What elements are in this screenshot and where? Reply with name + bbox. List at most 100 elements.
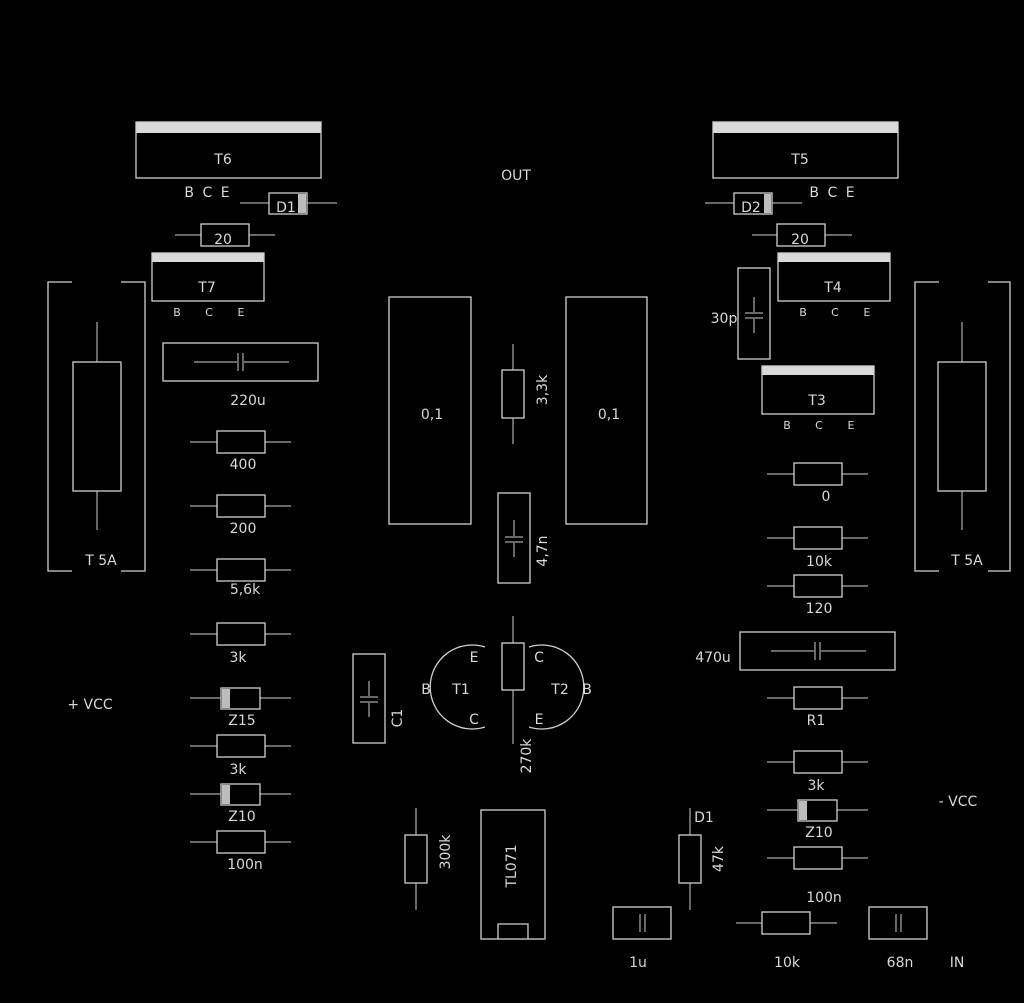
fuse-right-label: T 5A — [950, 553, 983, 569]
t4-label: T4 — [823, 280, 842, 296]
resistor-10k-right: 10k — [767, 526, 868, 570]
t2-pin-c: C — [534, 650, 544, 666]
zener-z15-label: Z15 — [228, 713, 255, 729]
resistor-120: 120 — [767, 574, 868, 617]
resistor-270k-label: 270k — [519, 738, 535, 774]
resistor-3-3k: 3,3k — [501, 344, 551, 444]
zener-z15: Z15 — [190, 687, 291, 729]
capacitor-470u: 470u — [695, 631, 896, 671]
transistor-t5: T5 B C E — [712, 121, 899, 201]
t3-pin-e: E — [848, 419, 855, 432]
zener-z10-left: Z10 — [190, 783, 291, 825]
resistor-5-6k: 5,6k — [190, 558, 291, 598]
t5-label: T5 — [790, 152, 808, 168]
resistor-5-6k-label: 5,6k — [230, 582, 261, 598]
transistor-t4: T4 B C E — [777, 252, 891, 319]
t1-pin-e: E — [470, 650, 479, 666]
t1-pin-c: C — [469, 712, 479, 728]
t2-pin-e: E — [535, 712, 544, 728]
resistor-300k: 300k — [404, 808, 454, 910]
capacitor-470u-label: 470u — [695, 650, 731, 666]
t7-pin-c: C — [205, 306, 213, 319]
resistor-120-label: 120 — [806, 601, 833, 617]
capacitor-0-1-left-label: 0,1 — [421, 407, 443, 423]
capacitor-68n: 68n — [868, 906, 928, 971]
capacitor-0-1-right-label: 0,1 — [598, 407, 620, 423]
ic-tl071-label: TL071 — [504, 844, 520, 888]
capacitor-1u-label: 1u — [629, 955, 647, 971]
capacitor-68n-label: 68n — [887, 955, 914, 971]
zener-z10-right: Z10 — [767, 799, 868, 841]
transistor-t3: T3 B C E — [761, 365, 875, 432]
fuse-left-label: T 5A — [84, 553, 117, 569]
transistor-t1: T1 B E C — [421, 644, 486, 730]
capacitor-0-1-right: 0,1 — [565, 296, 648, 525]
t5-pins: B C E — [809, 185, 856, 201]
resistor-r1: R1 — [767, 686, 868, 729]
t7-pin-e: E — [238, 306, 245, 319]
d1-top-label: D1 — [276, 200, 296, 216]
capacitor-100n-left: 100n — [190, 830, 291, 873]
resistor-3k-b: 3k — [190, 734, 291, 778]
resistor-0: 0 — [767, 462, 868, 505]
resistor-10k-bottom-label: 10k — [774, 955, 801, 971]
fuse-right: T 5A — [914, 281, 1011, 572]
resistor-r1-label: R1 — [807, 713, 826, 729]
capacitor-1u: 1u — [612, 906, 672, 971]
resistor-20-left-label: 20 — [214, 232, 232, 248]
resistor-0-label: 0 — [822, 489, 831, 505]
t6-pins: B C E — [184, 185, 231, 201]
minus-vcc-label: - VCC — [939, 794, 978, 810]
resistor-400-label: 400 — [230, 457, 257, 473]
out-label: OUT — [501, 168, 531, 184]
plus-vcc-label: + VCC — [67, 697, 113, 713]
resistor-20-right: 20 — [752, 223, 852, 248]
t3-label: T3 — [807, 393, 825, 409]
capacitor-30p-label: 30p — [711, 311, 738, 327]
resistor-200-label: 200 — [230, 521, 257, 537]
t7-label: T7 — [197, 280, 215, 296]
transistor-t7: T7 B C E — [151, 252, 265, 319]
resistor-3k-right-label: 3k — [807, 778, 825, 794]
ic-tl071: TL071 — [480, 809, 546, 940]
in-label: IN — [950, 955, 965, 971]
resistor-10k-bottom: 10k — [736, 911, 837, 971]
resistor-270k: 270k — [501, 616, 535, 774]
resistor-3k-right: 3k — [767, 750, 868, 794]
d2-top-label: D2 — [741, 200, 761, 216]
resistor-10k-right-label: 10k — [806, 554, 833, 570]
transistor-t6: T6 B C E — [135, 121, 322, 201]
transistor-t2: T2 B C E — [528, 644, 592, 730]
capacitor-100n-left-label: 100n — [227, 857, 263, 873]
capacitor-4-7n: 4,7n — [497, 492, 551, 584]
t3-pin-b: B — [783, 419, 791, 432]
capacitor-100n-right-label: 100n — [806, 890, 842, 906]
capacitor-30p: 30p — [711, 267, 771, 360]
capacitor-220u: 220u — [162, 342, 319, 409]
resistor-3k-a-label: 3k — [229, 650, 247, 666]
d1-bottom-label: D1 — [694, 810, 714, 826]
zener-z10-right-label: Z10 — [805, 825, 832, 841]
diode-d2-top: D2 — [705, 192, 802, 216]
resistor-3-3k-label: 3,3k — [535, 374, 551, 405]
t1-pin-b: B — [421, 682, 431, 698]
resistor-3k-b-label: 3k — [229, 762, 247, 778]
fuse-left: T 5A — [47, 281, 146, 572]
diode-d1-top: D1 — [240, 192, 337, 216]
resistor-47k-label: 47k — [711, 845, 727, 872]
t4-pin-c: C — [831, 306, 839, 319]
resistor-3k-a: 3k — [190, 622, 291, 666]
resistor-20-left: 20 — [175, 223, 275, 248]
capacitor-100n-right: 100n — [767, 846, 868, 906]
t2-label: T2 — [550, 682, 568, 698]
t1-label: T1 — [451, 682, 469, 698]
t2-pin-b: B — [582, 682, 592, 698]
resistor-200: 200 — [190, 494, 291, 537]
resistor-47k: D1 47k — [678, 808, 727, 910]
t4-pin-e: E — [864, 306, 871, 319]
capacitor-4-7n-label: 4,7n — [535, 535, 551, 566]
resistor-400: 400 — [190, 430, 291, 473]
t4-pin-b: B — [799, 306, 807, 319]
capacitor-0-1-left: 0,1 — [388, 296, 472, 525]
